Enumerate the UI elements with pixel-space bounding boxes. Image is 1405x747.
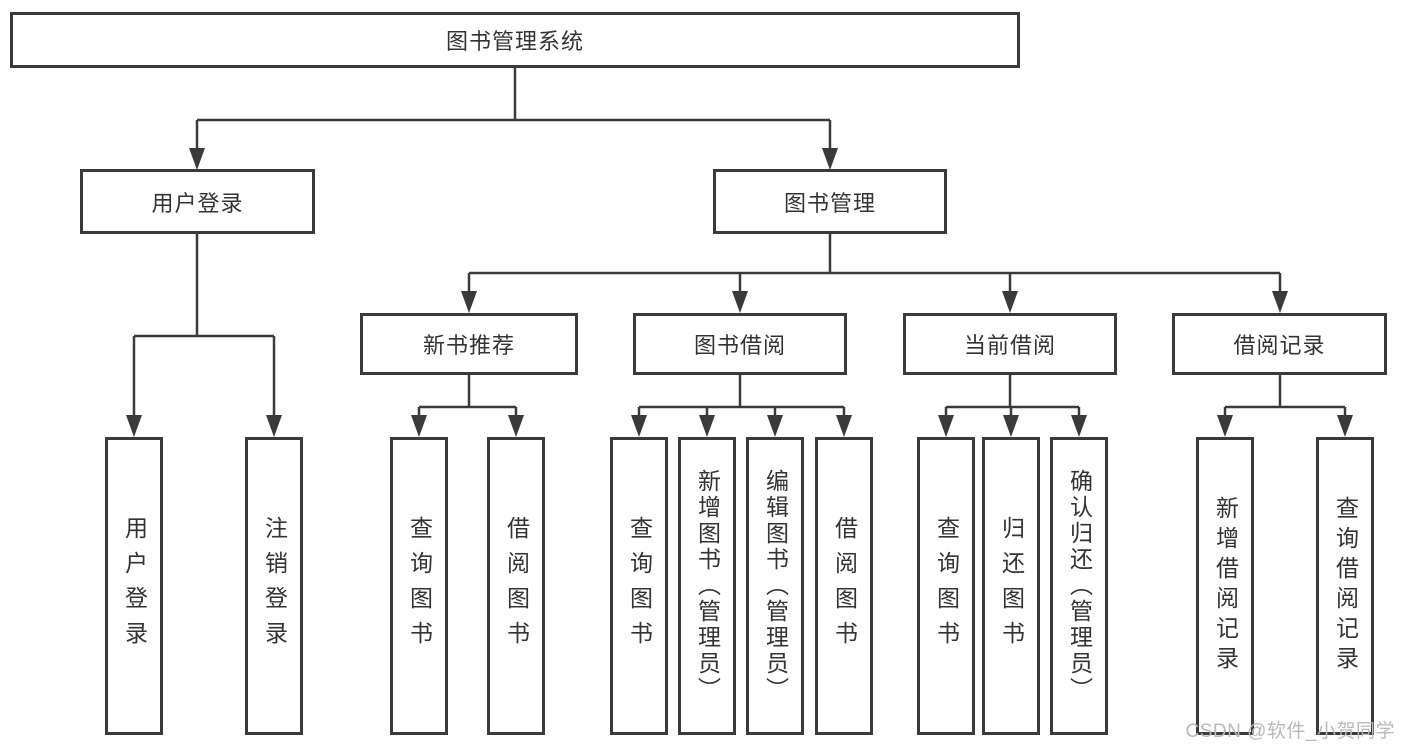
leaf-borrow-add-books-admin: 新增图书（管理员）: [678, 437, 736, 735]
arrowhead-group: [126, 148, 1353, 437]
arrow-down-icon: [767, 415, 783, 437]
arrow-down-icon: [699, 415, 715, 437]
leaf-borrow-query-books: 查询图书: [610, 437, 668, 735]
leaf-borrow-edit-books-admin: 编辑图书（管理员）: [746, 437, 804, 735]
node-new-book-recommend: 新书推荐: [360, 313, 578, 375]
node-root-label: 图书管理系统: [445, 29, 584, 54]
leaf-recommend-query-books-label: 查询图书: [406, 516, 433, 656]
arrow-down-icon: [508, 415, 524, 437]
arrow-down-icon: [1337, 415, 1353, 437]
leaf-records-query-record: 查询借阅记录: [1316, 437, 1374, 735]
arrow-down-icon: [189, 148, 205, 170]
arrow-down-icon: [1272, 291, 1288, 313]
arrow-down-icon: [938, 415, 954, 437]
arrow-down-icon: [411, 415, 427, 437]
leaf-current-query-books-label: 查询图书: [933, 516, 960, 656]
leaf-borrow-query-books-label: 查询图书: [626, 516, 653, 656]
node-current-borrowing: 当前借阅: [903, 313, 1117, 375]
arrow-down-icon: [461, 291, 477, 313]
leaf-borrow-borrow-books-label: 借阅图书: [831, 516, 858, 656]
leaf-borrow-add-books-admin-label: 新增图书（管理员）: [694, 469, 721, 703]
arrow-down-icon: [732, 291, 748, 313]
csdn-watermark: CSDN @软件_小贺同学: [1185, 721, 1395, 742]
leaf-records-add-record-label: 新增借阅记录: [1212, 496, 1239, 676]
leaf-current-return-books-label: 归还图书: [998, 516, 1025, 656]
leaf-recommend-query-books: 查询图书: [390, 437, 448, 735]
leaf-current-return-books: 归还图书: [982, 437, 1040, 735]
leaf-recommend-borrow-books-label: 借阅图书: [503, 516, 530, 656]
node-borrow-records-label: 借阅记录: [1233, 333, 1326, 358]
node-book-management: 图书管理: [713, 169, 947, 234]
arrow-down-icon: [822, 148, 838, 170]
arrow-down-icon: [1071, 415, 1087, 437]
arrow-down-icon: [126, 415, 142, 437]
node-current-borrowing-label: 当前借阅: [963, 333, 1056, 358]
leaf-borrow-edit-books-admin-label: 编辑图书（管理员）: [762, 469, 789, 703]
leaf-logout-label: 注销登录: [261, 516, 288, 656]
leaf-current-confirm-return-admin-label: 确认归还（管理员）: [1066, 469, 1093, 703]
node-user-login-label: 用户登录: [151, 190, 244, 216]
leaf-recommend-borrow-books: 借阅图书: [487, 437, 545, 735]
arrow-down-icon: [266, 415, 282, 437]
node-borrow-records: 借阅记录: [1172, 313, 1387, 375]
leaf-login: 用户登录: [105, 437, 163, 735]
arrow-down-icon: [836, 415, 852, 437]
leaf-records-add-record: 新增借阅记录: [1196, 437, 1254, 735]
arrow-down-icon: [1002, 291, 1018, 313]
leaf-logout: 注销登录: [245, 437, 303, 735]
arrow-down-icon: [1217, 415, 1233, 437]
leaf-borrow-borrow-books: 借阅图书: [815, 437, 873, 735]
node-root: 图书管理系统: [10, 12, 1020, 68]
arrow-down-icon: [631, 415, 647, 437]
node-book-borrowing: 图书借阅: [633, 313, 847, 375]
leaf-records-query-record-label: 查询借阅记录: [1332, 496, 1359, 676]
leaf-current-confirm-return-admin: 确认归还（管理员）: [1050, 437, 1108, 735]
arrow-down-icon: [1003, 415, 1019, 437]
node-user-login: 用户登录: [80, 169, 315, 234]
node-book-borrowing-label: 图书借阅: [693, 333, 786, 358]
leaf-login-label: 用户登录: [121, 516, 148, 656]
leaf-current-query-books: 查询图书: [917, 437, 975, 735]
node-book-management-label: 图书管理: [783, 190, 876, 216]
node-new-book-recommend-label: 新书推荐: [422, 333, 515, 358]
